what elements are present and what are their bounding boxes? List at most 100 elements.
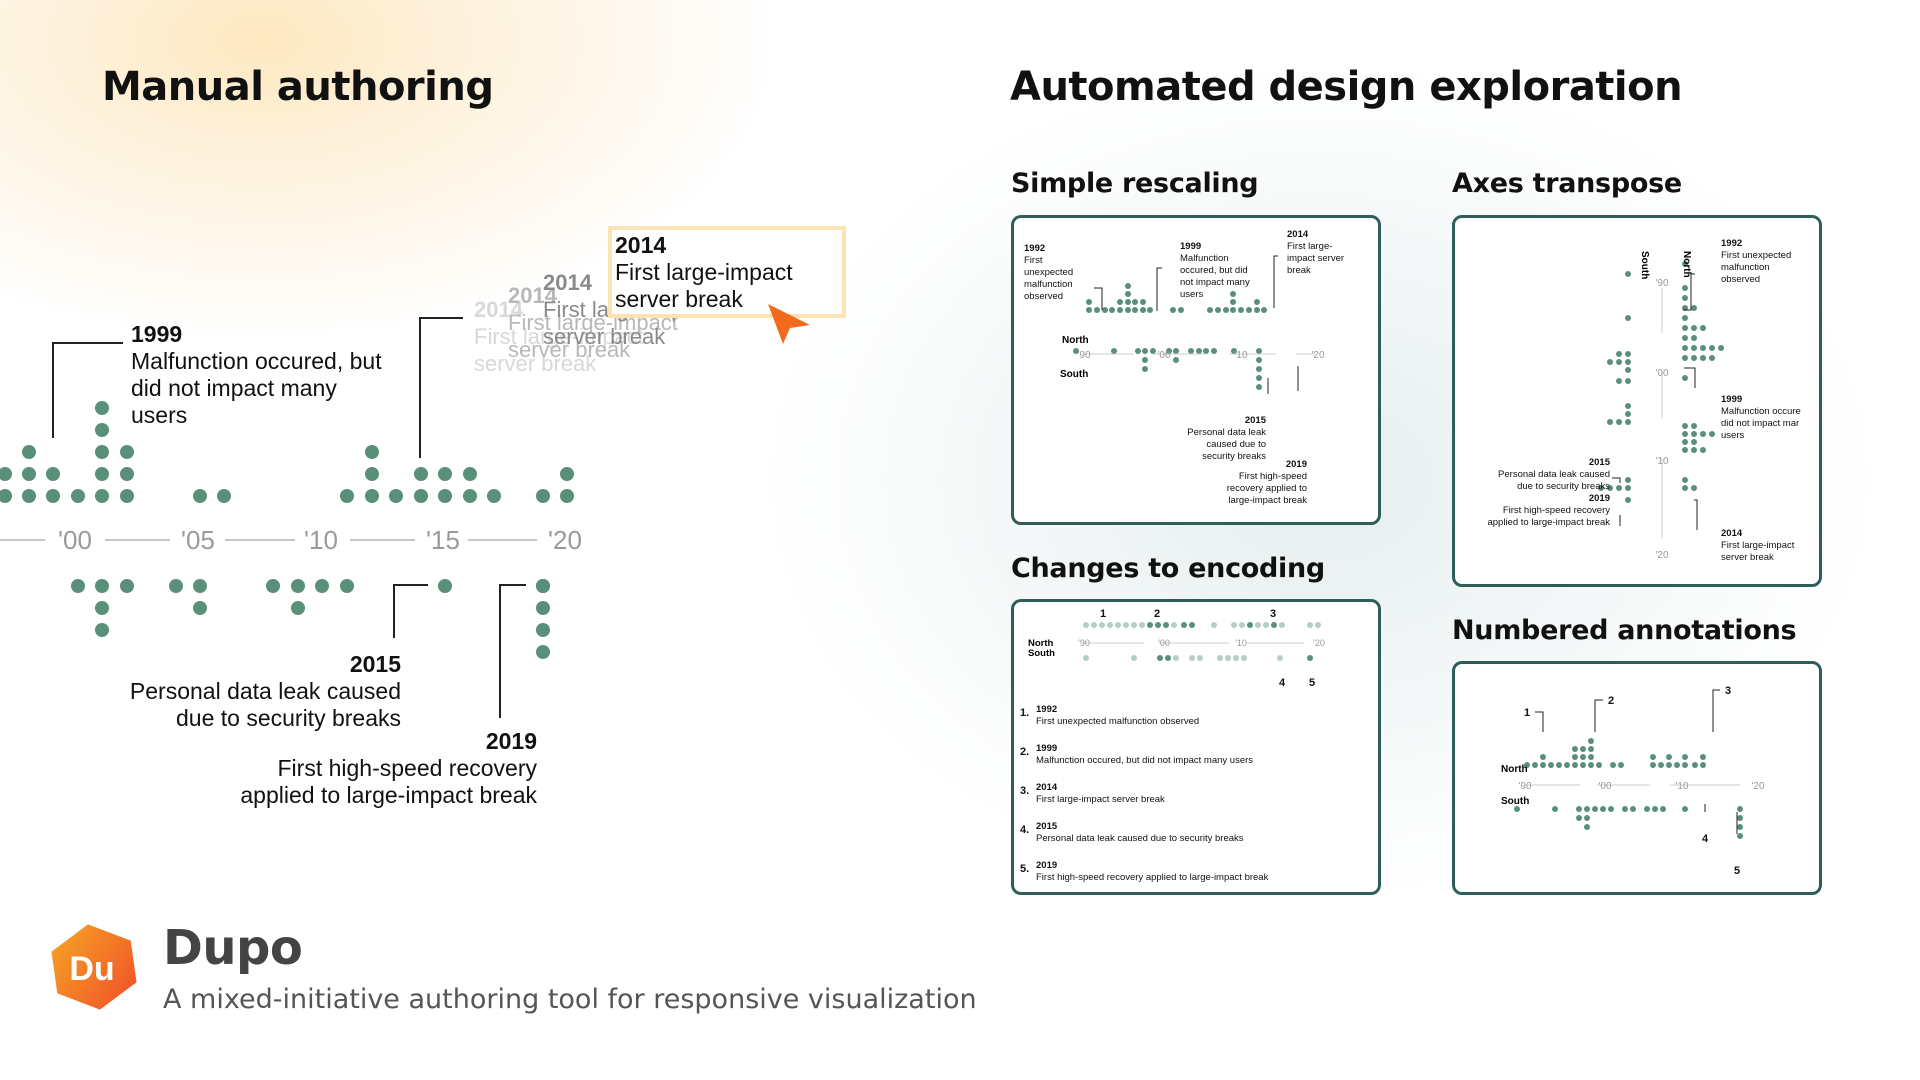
ce-markers: 1 2 3 4 5 bbox=[1100, 608, 1315, 689]
data-dot bbox=[1279, 622, 1285, 628]
svg-text:applied to large-impact break: applied to large-impact break bbox=[1487, 517, 1610, 528]
numbered-annotations-panel[interactable]: '90 '00 '10 '20 North South 1 2 3 4 5 bbox=[1452, 661, 1822, 895]
svg-text:1992: 1992 bbox=[1024, 243, 1045, 254]
svg-text:recovery applied to: recovery applied to bbox=[1227, 483, 1307, 494]
data-dot bbox=[1625, 378, 1631, 384]
data-dot bbox=[95, 489, 109, 503]
svg-text:'10: '10 bbox=[1655, 456, 1668, 467]
data-dot bbox=[1691, 439, 1697, 445]
data-dot bbox=[1231, 348, 1237, 354]
at-anno-1992: 1992 First unexpected malfunction observ… bbox=[1721, 238, 1791, 285]
na-markers: 1 2 3 4 5 bbox=[1524, 685, 1740, 877]
data-dot bbox=[1230, 291, 1236, 297]
main-leader-lines bbox=[52, 317, 526, 718]
axes-transpose-heading: Axes transpose bbox=[1452, 168, 1682, 199]
data-dot bbox=[1608, 806, 1614, 812]
changes-to-encoding-heading: Changes to encoding bbox=[1011, 553, 1325, 584]
data-dot bbox=[560, 467, 574, 481]
data-dot bbox=[1682, 261, 1688, 267]
data-dot bbox=[414, 489, 428, 503]
main-axis-ticks: '00 '05 '10 '15 '20 bbox=[58, 525, 582, 555]
data-dot bbox=[120, 467, 134, 481]
annotation-1999[interactable]: 1999 Malfunction occured, but did not im… bbox=[131, 321, 382, 428]
na-marker-5: 5 bbox=[1734, 865, 1740, 877]
data-dot bbox=[120, 489, 134, 503]
data-dot bbox=[1572, 754, 1578, 760]
at-anno-1999: 1999 Malfunction occure did not impact m… bbox=[1721, 394, 1801, 441]
data-dot bbox=[1125, 291, 1131, 297]
numbered-annotations-heading: Numbered annotations bbox=[1452, 615, 1797, 646]
data-dot bbox=[1616, 359, 1622, 365]
ce-note-num: 4. bbox=[1020, 824, 1029, 836]
annotation-2019[interactable]: 2019 First high-speed recovery applied t… bbox=[240, 728, 537, 808]
at-leaders bbox=[1612, 273, 1698, 530]
data-dot bbox=[1125, 307, 1131, 313]
sr-ticks: '90 '00 '10 '20 bbox=[1077, 350, 1324, 361]
simple-rescaling-panel[interactable]: '90 '00 '10 '20 North South 1992 First u… bbox=[1011, 215, 1381, 525]
data-dot bbox=[1700, 355, 1706, 361]
annotation-2015[interactable]: 2015 Personal data leak caused due to se… bbox=[130, 651, 401, 731]
ce-south-label: South bbox=[1028, 648, 1055, 659]
data-dot bbox=[1217, 655, 1223, 661]
data-dot bbox=[340, 489, 354, 503]
data-dot bbox=[1255, 622, 1261, 628]
manual-timeline-chart[interactable]: '00 '05 '10 '15 '20 2014 First large-imp… bbox=[0, 200, 880, 820]
ce-marker-2: 2 bbox=[1154, 608, 1160, 620]
data-dot bbox=[1254, 307, 1260, 313]
data-dot bbox=[1223, 307, 1229, 313]
ghost-year: 2014 bbox=[474, 297, 524, 322]
data-dot bbox=[1682, 285, 1688, 291]
annotation-2015-line1: Personal data leak caused bbox=[130, 678, 401, 704]
axes-transpose-panel[interactable]: '90 '00 '10 '20 South North 1992 First u… bbox=[1452, 215, 1822, 587]
svg-text:occured, but did: occured, but did bbox=[1180, 265, 1248, 276]
svg-text:'20: '20 bbox=[1655, 550, 1668, 561]
data-dot bbox=[1135, 348, 1141, 354]
data-dot bbox=[1540, 762, 1546, 768]
ce-notes: 1. 1992 First unexpected malfunction obs… bbox=[1020, 704, 1269, 883]
at-north-label: North bbox=[1681, 251, 1692, 278]
annotation-2014-selection-box[interactable] bbox=[608, 226, 846, 318]
data-dot bbox=[340, 579, 354, 593]
ce-dot-layer bbox=[1083, 622, 1321, 661]
sr-north-label: North bbox=[1062, 335, 1089, 346]
svg-text:First high-speed recovery: First high-speed recovery bbox=[1503, 505, 1610, 516]
svg-text:impact server: impact server bbox=[1287, 253, 1344, 264]
data-dot bbox=[1086, 307, 1092, 313]
data-dot bbox=[1230, 299, 1236, 305]
svg-text:2019: 2019 bbox=[1286, 459, 1307, 470]
data-dot bbox=[1625, 367, 1631, 373]
sr-anno-2015: 2015 Personal data leak caused due to se… bbox=[1187, 415, 1266, 462]
automated-design-heading: Automated design exploration bbox=[1010, 64, 1683, 110]
svg-text:2019: 2019 bbox=[1589, 493, 1610, 504]
svg-text:'00: '00 bbox=[1655, 368, 1668, 379]
data-dot bbox=[46, 467, 60, 481]
data-dot bbox=[95, 601, 109, 615]
annotation-2014[interactable]: 2014 First large-impact server break bbox=[615, 232, 793, 312]
data-dot bbox=[120, 579, 134, 593]
at-anno-2015: 2015 Personal data leak caused due to se… bbox=[1498, 457, 1611, 492]
data-dot bbox=[0, 489, 12, 503]
data-dot bbox=[1682, 315, 1688, 321]
simple-rescaling-heading: Simple rescaling bbox=[1011, 168, 1259, 199]
main-dot-layer bbox=[0, 401, 574, 659]
data-dot bbox=[1682, 431, 1688, 437]
changes-to-encoding-panel[interactable]: '90 '00 '10 '20 North South 1 2 3 4 5 1.… bbox=[1011, 599, 1381, 895]
data-dot bbox=[1189, 622, 1195, 628]
data-dot bbox=[1580, 754, 1586, 760]
data-dot bbox=[1584, 806, 1590, 812]
svg-text:'00: '00 bbox=[1158, 638, 1170, 648]
data-dot bbox=[1215, 307, 1221, 313]
annotation-2014-line1: First large-impact bbox=[615, 259, 793, 285]
ce-note-year: 1992 bbox=[1036, 704, 1057, 715]
annotation-1999-line3: users bbox=[131, 402, 187, 428]
dupo-logo-icon: Du bbox=[51, 924, 137, 1010]
ce-note-year: 2015 bbox=[1036, 821, 1058, 832]
data-dot bbox=[1239, 622, 1245, 628]
data-dot bbox=[1682, 806, 1688, 812]
data-dot bbox=[1650, 762, 1656, 768]
svg-text:users: users bbox=[1180, 289, 1203, 300]
data-dot bbox=[1131, 622, 1137, 628]
data-dot bbox=[1588, 738, 1594, 744]
svg-text:'90: '90 bbox=[1655, 278, 1668, 289]
data-dot bbox=[1644, 806, 1650, 812]
